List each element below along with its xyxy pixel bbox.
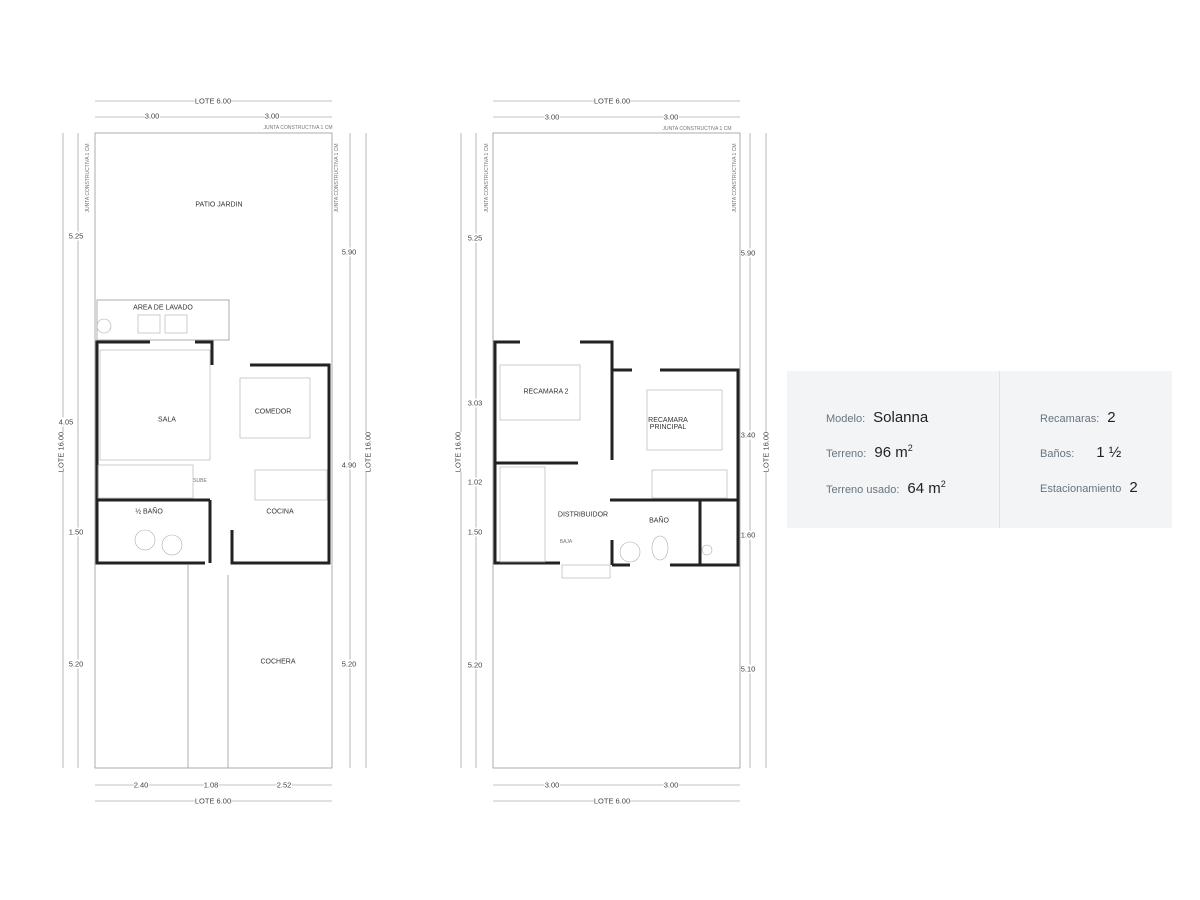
estacionamiento-label: Estacionamiento — [1040, 483, 1122, 495]
dimension-lines — [62, 100, 767, 802]
panel-divider — [999, 371, 1000, 528]
lot-length-left: LOTE 16.00 — [453, 431, 463, 473]
joint-note: JUNTA CONSTRUCTIVA 1 CM — [263, 125, 333, 131]
room-bano: BAÑO — [649, 517, 669, 525]
terreno-label: Terreno: — [826, 448, 867, 460]
banos-value: 1 ½ — [1096, 444, 1122, 461]
modelo-label: Modelo: — [826, 413, 866, 425]
dim-left-1: 5.25 — [467, 233, 483, 243]
lot-width-top: LOTE 6.00 — [194, 96, 232, 106]
usado-number: 64 m — [907, 480, 941, 497]
lot-width-bottom: LOTE 6.00 — [194, 796, 232, 806]
room-recamara-principal: RECAMARA PRINCIPAL — [648, 417, 688, 431]
room-cochera: COCHERA — [260, 658, 296, 666]
room-distribuidor: DISTRIBUIDOR — [557, 511, 609, 519]
lot-length-left: LOTE 16.00 — [56, 431, 66, 473]
terreno-row: Terreno: 96 m2 — [826, 443, 913, 461]
dim-top-1: 3.00 — [544, 112, 560, 122]
dim-bottom-1: 2.40 — [133, 780, 149, 790]
dim-right-1: 5.90 — [341, 247, 357, 257]
banos-label: Baños: — [1040, 448, 1075, 460]
dim-left-2: 3.03 — [467, 398, 483, 408]
dim-top-2: 3.00 — [663, 112, 679, 122]
model-info-panel: Modelo: Solanna Terreno: 96 m2 Terreno u… — [787, 371, 1172, 528]
dim-bottom-2: 1.08 — [203, 780, 219, 790]
room-patio: PATIO JARDIN — [195, 201, 243, 209]
recamaras-value: 2 — [1107, 409, 1116, 426]
room-half-bath: ½ BAÑO — [135, 508, 163, 516]
room-recamara-2: RECAMARA 2 — [523, 388, 569, 396]
dim-left-4: 5.20 — [68, 659, 84, 669]
dim-left-5: 5.20 — [467, 660, 483, 670]
terreno-value: 96 m2 — [874, 443, 912, 461]
usado-unit-sup: 2 — [940, 479, 946, 489]
dim-bottom-2: 3.00 — [663, 780, 679, 790]
lot-width-bottom: LOTE 6.00 — [593, 796, 631, 806]
dim-right-1: 5.90 — [740, 248, 756, 258]
walls-ground — [95, 340, 331, 565]
lot-width-top: LOTE 6.00 — [593, 96, 631, 106]
recamaras-row: Recamaras: 2 — [1040, 409, 1116, 426]
lot-outlines — [94, 132, 741, 769]
walls-upper — [493, 340, 740, 567]
room-comedor: COMEDOR — [254, 408, 292, 416]
joint-note: JUNTA CONSTRUCTIVA 1 CM — [662, 126, 732, 132]
stairs-down: BAJA — [559, 539, 573, 545]
joint-note-right: JUNTA CONSTRUCTIVA 1 CM — [732, 143, 738, 213]
recamaras-label: Recamaras: — [1040, 413, 1100, 425]
dim-right-3: 5.20 — [341, 659, 357, 669]
stairs-up: SUBE — [193, 478, 207, 484]
dim-right-2: 3.40 — [740, 430, 756, 440]
room-cocina: COCINA — [266, 508, 294, 516]
lot-length-right: LOTE 16.00 — [363, 431, 373, 473]
dim-top-1: 3.00 — [144, 111, 160, 121]
banos-row: Baños: 1 ½ — [1040, 444, 1121, 461]
estacionamiento-value: 2 — [1129, 479, 1138, 496]
terreno-usado-value: 64 m2 — [907, 479, 945, 497]
dim-left-1: 5.25 — [68, 231, 84, 241]
dim-left-3: 1.50 — [68, 527, 84, 537]
modelo-value: Solanna — [873, 409, 929, 426]
dim-right-3: 1.60 — [740, 530, 756, 540]
dim-left-2: 4.05 — [58, 417, 74, 427]
terreno-number: 96 m — [874, 444, 908, 461]
room-sala: SALA — [158, 416, 176, 424]
dim-top-2: 3.00 — [264, 111, 280, 121]
dim-left-3: 1.02 — [467, 477, 483, 487]
estacionamiento-row: Estacionamiento 2 — [1040, 479, 1138, 496]
lot-length-right: LOTE 16.00 — [761, 431, 771, 473]
dim-bottom-1: 3.00 — [544, 780, 560, 790]
dim-right-2: 4.90 — [341, 460, 357, 470]
terreno-usado-label: Terreno usado: — [826, 484, 900, 496]
terreno-usado-row: Terreno usado: 64 m2 — [826, 479, 946, 497]
joint-note-right: JUNTA CONSTRUCTIVA 1 CM — [334, 143, 340, 213]
modelo-row: Modelo: Solanna — [826, 409, 928, 426]
dim-right-4: 5.10 — [740, 664, 756, 674]
terreno-unit-sup: 2 — [907, 443, 913, 453]
furniture-ground — [96, 314, 328, 556]
dim-left-4: 1.50 — [467, 527, 483, 537]
furniture-upper — [499, 364, 728, 579]
room-lavado: AREA DE LAVADO — [133, 304, 193, 312]
joint-note-left: JUNTA CONSTRUCTIVA 1 CM — [85, 143, 91, 213]
dim-bottom-3: 2.52 — [276, 780, 292, 790]
joint-note-left: JUNTA CONSTRUCTIVA 1 CM — [484, 143, 490, 213]
